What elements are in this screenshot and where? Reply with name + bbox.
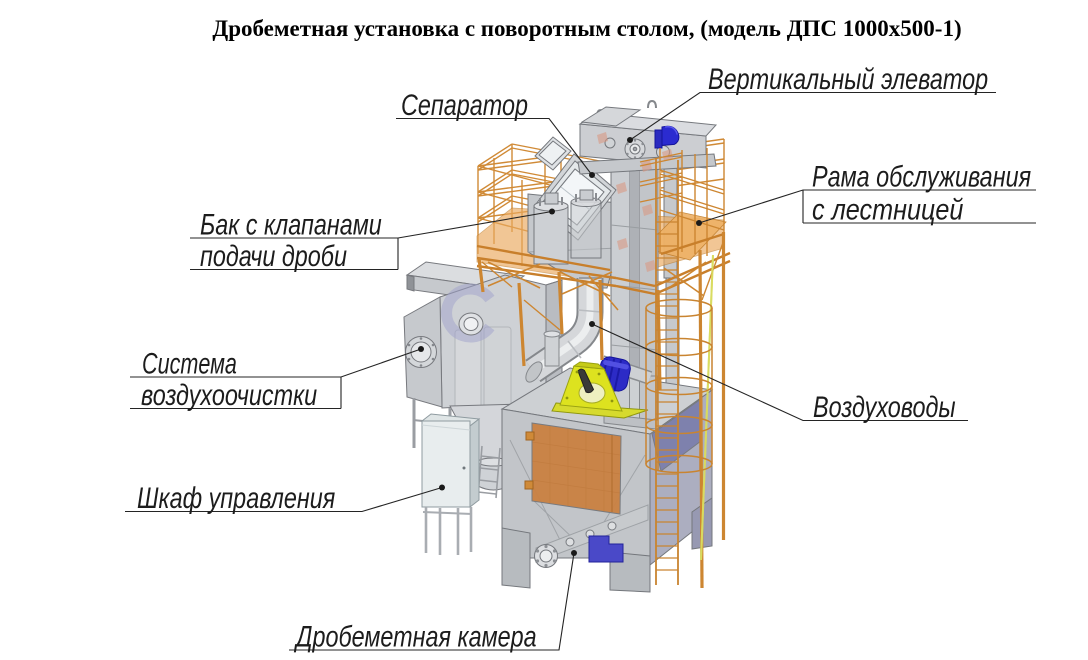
svg-text:Бак с клапанами: Бак с клапанами [200, 208, 382, 241]
svg-text:Дробеметная камера: Дробеметная камера [293, 620, 536, 653]
svg-text:Шкаф управления: Шкаф управления [137, 481, 335, 514]
svg-text:Воздуховоды: Воздуховоды [813, 390, 956, 423]
svg-text:Рама обслуживания: Рама обслуживания [812, 160, 1031, 193]
svg-text:Дробеметная установка с поворо: Дробеметная установка с поворотным столо… [212, 16, 961, 41]
svg-text:Система: Система [142, 346, 237, 380]
svg-text:воздухоочистки: воздухоочистки [141, 378, 317, 411]
svg-text:с лестницей: с лестницей [812, 192, 963, 226]
svg-text:подачи дроби: подачи дроби [200, 239, 347, 272]
svg-text:Сепаратор: Сепаратор [401, 88, 528, 121]
svg-text:Вертикальный элеватор: Вертикальный элеватор [708, 62, 988, 95]
